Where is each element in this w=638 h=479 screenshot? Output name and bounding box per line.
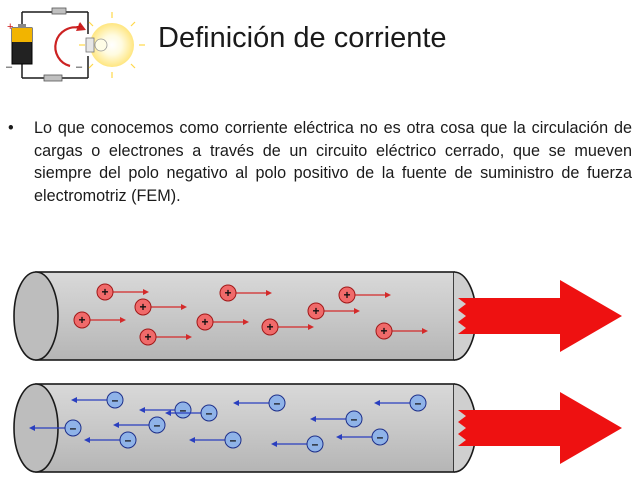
negative-sign: – xyxy=(274,396,281,410)
negative-sign: – xyxy=(415,396,422,410)
negative-charge: – xyxy=(165,404,218,422)
positive-sign: + xyxy=(343,288,350,302)
flow-arrow-positive xyxy=(458,280,622,352)
negative-charge: – xyxy=(139,401,192,419)
negative-sign: – xyxy=(154,418,161,432)
positive-charges: + + + + + + + + + + xyxy=(73,283,428,346)
positive-charge: + xyxy=(96,283,149,301)
positive-sign: + xyxy=(224,286,231,300)
negative-charge: – xyxy=(29,419,82,437)
bullet-text: Lo que conocemos como corriente eléctric… xyxy=(34,119,632,205)
bullet-marker: • xyxy=(8,119,14,137)
negative-charge: – xyxy=(71,391,124,409)
circuit-wires xyxy=(21,7,89,82)
negative-sign: – xyxy=(125,433,132,447)
positive-sign: + xyxy=(312,304,319,318)
positive-charge: + xyxy=(375,322,428,340)
positive-charge: + xyxy=(338,286,391,304)
positive-charge: + xyxy=(261,318,314,336)
negative-sign: – xyxy=(351,412,358,426)
positive-sign: + xyxy=(201,315,208,329)
current-loop-arrow-icon xyxy=(54,22,86,68)
negative-charge: – xyxy=(310,410,363,428)
circuit-plus-right: + xyxy=(76,21,82,33)
positive-sign: + xyxy=(266,320,273,334)
negative-charge: – xyxy=(336,428,389,446)
tube-negative xyxy=(13,383,477,473)
negative-sign: – xyxy=(206,406,213,420)
negative-sign: – xyxy=(312,437,319,451)
negative-charge: – xyxy=(374,394,427,412)
light-bulb-icon xyxy=(79,12,145,78)
positive-charge: + xyxy=(219,284,272,302)
positive-charge: + xyxy=(73,311,126,329)
battery-icon xyxy=(11,24,33,65)
positive-charge: + xyxy=(307,302,360,320)
negative-charge: – xyxy=(113,416,166,434)
negative-sign: – xyxy=(230,433,237,447)
circuit-plus-left: + xyxy=(7,21,13,33)
negative-sign: – xyxy=(180,403,187,417)
positive-sign: + xyxy=(144,330,151,344)
bullet-item: • Lo que conocemos como corriente eléctr… xyxy=(8,117,632,207)
circuit-minus-left: – xyxy=(6,61,13,73)
positive-sign: + xyxy=(380,324,387,338)
negative-charges: – – – – – – – – – – – – xyxy=(29,391,427,453)
positive-sign: + xyxy=(139,300,146,314)
negative-charge: – xyxy=(271,435,324,453)
positive-charge: + xyxy=(139,328,192,346)
negative-charge: – xyxy=(189,431,242,449)
negative-sign: – xyxy=(112,393,119,407)
negative-sign: – xyxy=(377,430,384,444)
circuit-minus-right: – xyxy=(76,61,83,73)
negative-sign: – xyxy=(70,421,77,435)
negative-charge: – xyxy=(84,431,137,449)
positive-sign: + xyxy=(78,313,85,327)
negative-charge: – xyxy=(233,394,286,412)
positive-sign: + xyxy=(101,285,108,299)
flow-arrow-negative xyxy=(458,392,622,464)
slide-title: Definición de corriente xyxy=(158,22,447,54)
positive-charge: + xyxy=(134,298,187,316)
positive-charge: + xyxy=(196,313,249,331)
